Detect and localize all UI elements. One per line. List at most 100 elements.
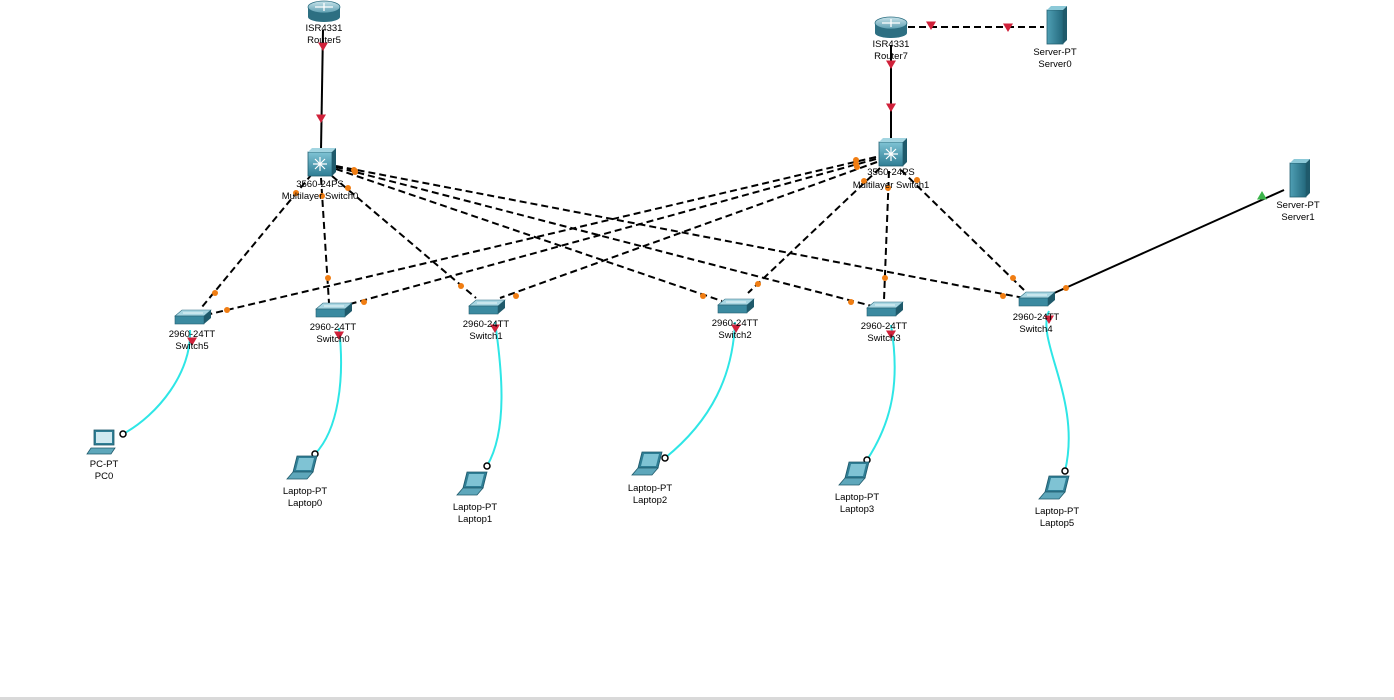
link-mls1-switch5-indicator-b — [224, 307, 230, 313]
device-model-label: Laptop-PT — [835, 492, 880, 503]
link-mls1-switch4[interactable] — [900, 169, 1025, 291]
switch-icon — [1018, 291, 1056, 307]
link-mls1-switch3-indicator-a — [885, 185, 891, 191]
device-model-label: 2960-24TT — [861, 321, 908, 332]
link-switch2-laptop2[interactable] — [664, 321, 736, 459]
link-mls0-switch3-indicator-b — [848, 299, 854, 305]
link-router7-mls1-indicator-a — [886, 60, 896, 69]
link-switch5-pc0-indicator — [187, 337, 197, 346]
link-switch2-laptop2-indicator — [731, 324, 741, 333]
device-model-label: 2960-24TT — [169, 329, 216, 340]
link-switch4-server1-indicator-a — [1063, 285, 1069, 291]
link-mls0-switch4[interactable] — [335, 165, 1025, 299]
device-name-label: Laptop3 — [840, 504, 874, 515]
device-model-label: Laptop-PT — [1035, 506, 1080, 517]
link-switch0-laptop0-indicator — [334, 331, 344, 340]
link-mls0-switch1-indicator-a — [345, 185, 351, 191]
laptop-icon — [456, 471, 488, 496]
device-model-label: 2960-24TT — [463, 319, 510, 330]
link-mls1-switch2[interactable] — [747, 167, 881, 294]
links-layer — [122, 26, 1285, 472]
link-switch1-laptop1[interactable] — [486, 321, 503, 467]
link-indicators-layer — [119, 21, 1267, 475]
link-mls1-switch1-indicator-a — [854, 164, 860, 170]
device-model-label: 3560-24PS — [867, 167, 915, 178]
link-mls0-switch1[interactable] — [331, 175, 477, 299]
link-router7-mls1-indicator-b — [886, 103, 896, 112]
server-icon — [1046, 6, 1067, 45]
device-mls1[interactable]: 3560-24PS Multilayer Switch1 — [853, 138, 930, 191]
laptop-icon — [1038, 475, 1070, 500]
link-switch0-laptop0[interactable] — [314, 327, 343, 455]
link-mls0-switch4-indicator-b — [1000, 293, 1006, 299]
link-mls0-switch2[interactable] — [335, 168, 723, 302]
switch-icon — [717, 298, 755, 314]
link-mls1-switch1[interactable] — [499, 161, 878, 299]
device-name-label: Router5 — [307, 35, 341, 46]
link-mls0-switch5[interactable] — [201, 173, 313, 308]
device-model-label: Laptop-PT — [628, 483, 673, 494]
link-switch4-server1-indicator-b — [1257, 191, 1267, 200]
device-name-label: Laptop5 — [1040, 518, 1074, 529]
link-router5-mls0-indicator-b — [316, 114, 326, 123]
workspace-bottom-border — [0, 697, 1394, 700]
device-name-label: Server1 — [1281, 212, 1314, 223]
device-model-label: PC-PT — [90, 459, 119, 470]
link-switch4-laptop5[interactable] — [1045, 310, 1070, 472]
link-router5-mls0-indicator-a — [318, 42, 328, 51]
device-name-label: PC0 — [95, 471, 113, 482]
device-model-label: ISR4331 — [873, 39, 910, 50]
multilayer-switch-icon — [878, 138, 907, 167]
link-mls0-switch0[interactable] — [320, 177, 330, 304]
link-switch5-pc0[interactable] — [122, 329, 192, 435]
link-mls0-switch0-indicator-a — [319, 193, 325, 199]
multilayer-switch-icon — [307, 148, 336, 177]
device-model-label: 3560-24PS — [296, 179, 344, 190]
link-switch4-laptop5-indicator — [1044, 315, 1054, 324]
laptop-icon — [631, 451, 663, 476]
link-switch3-laptop3[interactable] — [866, 324, 896, 461]
link-switch2-laptop2-endpoint — [661, 454, 669, 462]
link-router7-server0-indicator-b — [1003, 23, 1013, 32]
device-name-label: Switch0 — [316, 334, 349, 345]
device-name-label: Multilayer Switch1 — [853, 180, 930, 191]
link-mls1-switch5[interactable] — [209, 156, 877, 315]
device-name-label: Laptop2 — [633, 495, 667, 506]
link-mls0-switch3[interactable] — [335, 166, 873, 307]
device-model-label: Laptop-PT — [453, 502, 498, 513]
device-model-label: ISR4331 — [306, 23, 343, 34]
link-mls0-switch4-indicator-a — [351, 167, 357, 173]
link-mls0-switch2-indicator-b — [700, 293, 706, 299]
link-switch3-laptop3-indicator — [886, 330, 896, 339]
device-model-label: Server-PT — [1033, 47, 1076, 58]
device-model-label: 2960-24TT — [310, 322, 357, 333]
link-mls0-switch5-indicator-a — [293, 190, 299, 196]
device-name-label: Server0 — [1038, 59, 1071, 70]
link-mls1-switch0[interactable] — [349, 158, 877, 305]
link-mls1-switch3-indicator-b — [882, 275, 888, 281]
pc-icon — [86, 429, 116, 455]
link-mls0-switch5-indicator-b — [212, 290, 218, 296]
link-switch4-server1[interactable] — [1051, 189, 1285, 295]
server-icon — [1289, 159, 1310, 198]
device-model-label: 2960-24TT — [712, 318, 759, 329]
